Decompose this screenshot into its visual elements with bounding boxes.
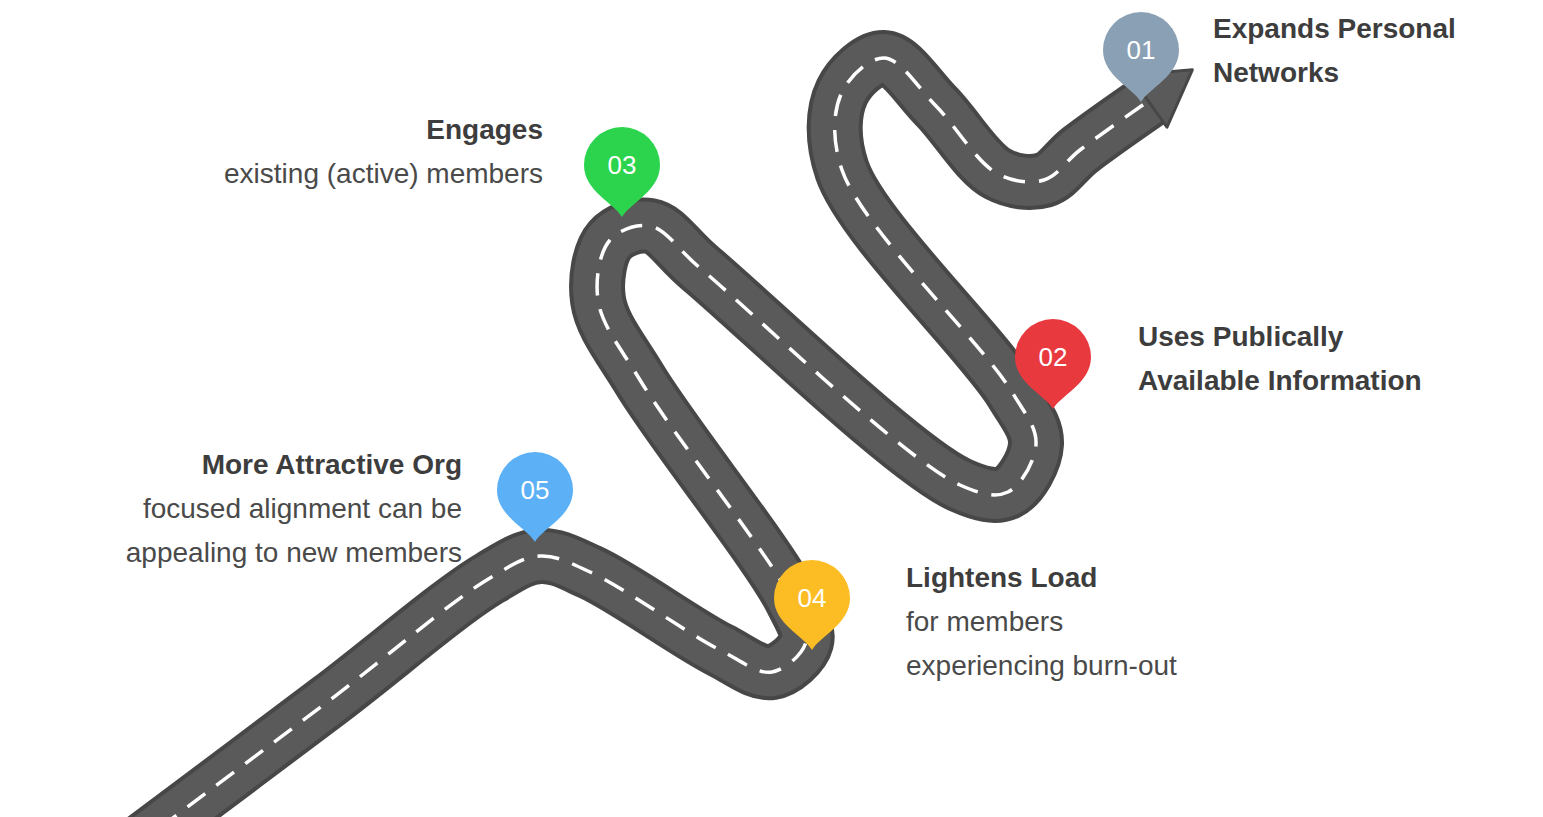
step-heading: More Attractive Org xyxy=(62,443,462,487)
map-pin: 04Lightens Loadfor members experiencing … xyxy=(774,560,850,650)
pin-outline xyxy=(774,560,850,650)
pin-outline xyxy=(584,127,660,217)
map-pin: 05More Attractive Orgfocused alignment c… xyxy=(497,452,573,542)
pin-label: More Attractive Orgfocused alignment can… xyxy=(62,443,462,575)
pin-outline xyxy=(1103,12,1179,102)
callout-number: 05 xyxy=(497,452,573,528)
step-description: existing (active) members xyxy=(123,152,543,196)
map-pin: 02Uses Publically Available Information xyxy=(1015,319,1091,409)
callout-number: 02 xyxy=(1015,319,1091,395)
callout-number: 01 xyxy=(1103,12,1179,88)
callout-number: 04 xyxy=(774,560,850,636)
map-pin: 01Expands Personal Networks xyxy=(1103,12,1179,102)
step-heading: Uses Publically Available Information xyxy=(1138,315,1458,403)
step-description: focused alignment can be appealing to ne… xyxy=(62,487,462,575)
pin-outline xyxy=(497,452,573,542)
map-pin: 03Engagesexisting (active) members xyxy=(584,127,660,217)
pin-label: Expands Personal Networks xyxy=(1213,7,1533,95)
pin-label: Lightens Loadfor members experiencing bu… xyxy=(906,556,1206,688)
step-heading: Expands Personal Networks xyxy=(1213,7,1533,95)
pin-label: Uses Publically Available Information xyxy=(1138,315,1458,403)
step-heading: Engages xyxy=(123,108,543,152)
callout-number: 03 xyxy=(584,127,660,203)
pin-outline xyxy=(1015,319,1091,409)
step-heading: Lightens Load xyxy=(906,556,1206,600)
pin-label: Engagesexisting (active) members xyxy=(123,108,543,196)
step-description: for members experiencing burn-out xyxy=(906,600,1206,688)
